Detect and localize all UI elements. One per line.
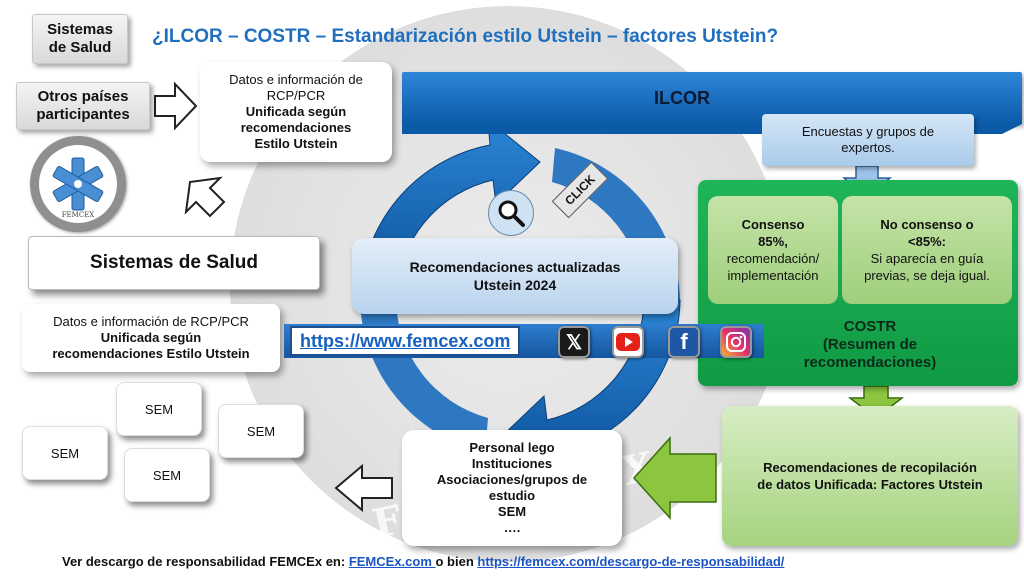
- box-line: No consenso o: [880, 217, 974, 232]
- box-line: Consenso: [741, 217, 805, 232]
- box-line: RCP/PCR: [266, 88, 326, 103]
- box-line: recomendaciones): [803, 354, 937, 371]
- otros-paises-box: Otros países participantes: [16, 82, 150, 130]
- youtube-glyph-icon: [616, 333, 640, 351]
- femcex-home-link[interactable]: FEMCEx.com: [348, 554, 436, 569]
- box-line: Recomendaciones actualizadas: [409, 259, 621, 275]
- box-line: Datos e información de RCP/PCR: [53, 314, 249, 329]
- box-line: Unificada según: [245, 104, 347, 119]
- disclaimer-prefix: Ver descargo de responsabilidad FEMCEx e…: [62, 554, 349, 569]
- ilcor-bar-shadow: [402, 124, 1022, 134]
- youtube-icon[interactable]: [612, 326, 644, 358]
- personal-lego-box: Personal lego Instituciones Asociaciones…: [402, 430, 622, 546]
- recopilacion-box: Recomendaciones de recopilación de datos…: [722, 406, 1018, 546]
- disclaimer-page-link[interactable]: https://femcex.com/descargo-de-responsab…: [477, 554, 785, 569]
- sem-box: SEM: [218, 404, 304, 458]
- sem-box: SEM: [22, 426, 108, 480]
- page-title: ¿ILCOR – COSTR – Estandarización estilo …: [152, 26, 779, 47]
- box-line: expertos.: [841, 140, 895, 155]
- box-line: 85%,: [758, 234, 788, 249]
- box-line: Si aparecía en guía: [870, 251, 984, 266]
- logo-text: FEMCEX: [61, 211, 95, 219]
- box-line: Personal lego: [469, 440, 555, 455]
- consenso-card: Consenso 85%, recomendación/ implementac…: [708, 196, 838, 304]
- magnifier-glyph-icon: [498, 200, 525, 227]
- femcex-logo: FEMCEX: [30, 136, 126, 232]
- femcex-url-link[interactable]: https://www.femcex.com: [290, 326, 521, 356]
- instagram-glyph-icon: [726, 332, 746, 352]
- box-line: recomendación/: [726, 251, 820, 266]
- box-line: Asociaciones/grupos de: [436, 472, 588, 487]
- box-line: SEM: [497, 504, 527, 519]
- box-line: participantes: [36, 106, 130, 123]
- arrow-up-outline-icon: [184, 176, 226, 218]
- box-line: estudio: [488, 488, 536, 503]
- sistemas-salud-top-box: Sistemas de Salud: [32, 14, 128, 64]
- datos-rcp-top-box: Datos e información de RCP/PCR Unificada…: [200, 62, 392, 162]
- arrow-left-outline-icon: [334, 463, 393, 513]
- no-consenso-card: No consenso o <85%: Si aparecía en guía …: [842, 196, 1012, 304]
- disclaimer-middle: o bien: [435, 554, 478, 569]
- box-line: de datos Unificada: Factores Utstein: [757, 477, 983, 492]
- encuestas-box: Encuestas y grupos de expertos.: [762, 114, 974, 166]
- box-line: Estilo Utstein: [254, 136, 338, 151]
- datos-rcp-mid-box: Datos e información de RCP/PCR Unificada…: [22, 304, 280, 372]
- box-line: recomendaciones Estilo Utstein: [52, 346, 250, 361]
- sistemas-salud-mid-box: Sistemas de Salud: [28, 236, 320, 290]
- box-line: Datos e información de: [229, 72, 363, 87]
- box-line: COSTR: [843, 318, 897, 335]
- search-magnifier-icon[interactable]: [488, 190, 534, 236]
- box-line: <85%:: [908, 234, 946, 249]
- sem-box: SEM: [116, 382, 202, 436]
- box-line: recomendaciones: [240, 120, 352, 135]
- box-line: implementación: [727, 268, 819, 283]
- box-line: Instituciones: [471, 456, 553, 471]
- box-line: ….: [503, 520, 521, 535]
- star-of-life-icon: [52, 157, 104, 211]
- box-line: Otros países: [37, 88, 129, 105]
- box-line: Encuestas y grupos de: [801, 124, 935, 139]
- box-line: (Resumen de: [822, 336, 918, 353]
- arrow-right-outline-icon: [154, 81, 198, 131]
- sem-box: SEM: [124, 448, 210, 502]
- box-line: previas, se deja igual.: [864, 268, 990, 283]
- box-line: Sistemas: [47, 21, 113, 38]
- logo-inner: FEMCEX: [39, 145, 117, 223]
- arrow-left-green-icon: [632, 436, 717, 520]
- costr-label: COSTR (Resumen de recomendaciones): [760, 318, 980, 372]
- instagram-icon[interactable]: [720, 326, 752, 358]
- x-social-icon[interactable]: 𝕏: [558, 326, 590, 358]
- box-line: Utstein 2024: [473, 277, 557, 293]
- box-line: Recomendaciones de recopilación: [763, 460, 977, 475]
- disclaimer: Ver descargo de responsabilidad FEMCEx e…: [62, 554, 784, 569]
- facebook-icon[interactable]: f: [668, 326, 700, 358]
- recomendaciones-box: Recomendaciones actualizadas Utstein 202…: [352, 238, 678, 314]
- box-line: Unificada según: [100, 330, 202, 345]
- box-line: de Salud: [48, 39, 112, 56]
